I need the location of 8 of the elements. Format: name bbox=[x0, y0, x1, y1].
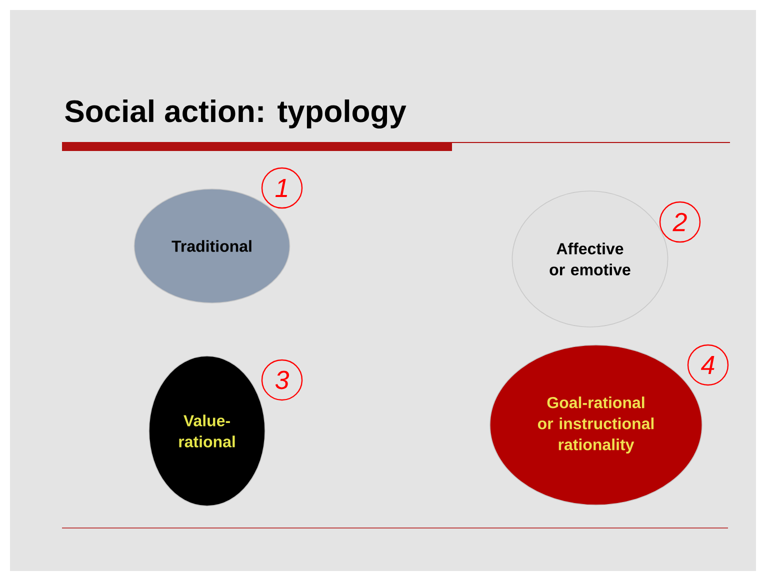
circled-number: 3 bbox=[261, 359, 303, 401]
circled-number: 2 bbox=[659, 201, 701, 243]
ellipse-node: Affective or emotive bbox=[512, 190, 668, 328]
slide-title: Social action: typology bbox=[65, 99, 406, 129]
circled-number: 1 bbox=[261, 167, 303, 209]
circled-number: 4 bbox=[687, 344, 729, 386]
ellipse-node: Value-rational bbox=[148, 356, 266, 506]
ellipse-node: Goal-rational or instructional rationality bbox=[490, 344, 702, 506]
